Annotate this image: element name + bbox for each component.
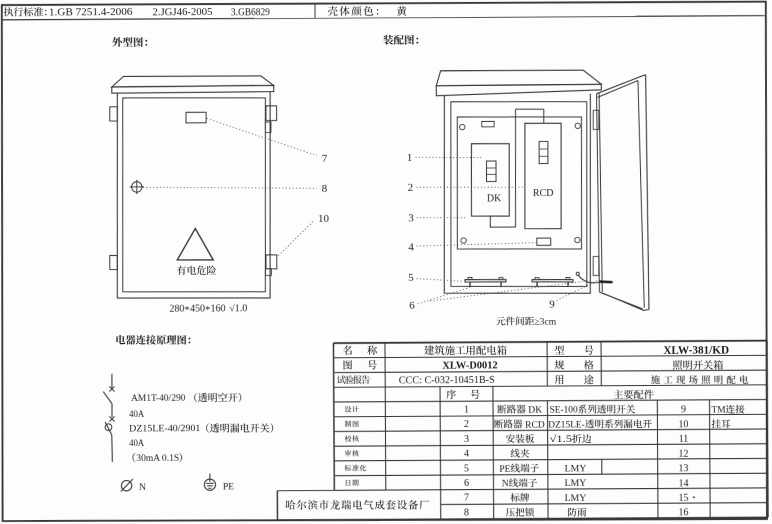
svg-text:15: 15 [678,493,688,504]
svg-text:14: 14 [678,478,688,489]
svg-text:DZ15LE-40/2901: DZ15LE-40/2901 [129,424,201,434]
svg-text:RCD: RCD [525,419,545,430]
svg-text:PE: PE [499,464,510,475]
svg-text:7: 7 [322,153,328,165]
svg-text:PE: PE [223,482,234,492]
svg-text:10: 10 [318,213,330,225]
svg-text:5: 5 [464,463,469,474]
svg-text:450: 450 [190,303,205,314]
svg-text:160: 160 [211,303,226,314]
svg-text:6: 6 [464,478,469,489]
svg-text:1: 1 [464,404,469,415]
svg-text:9: 9 [549,299,555,311]
svg-text:N: N [502,478,509,489]
svg-text:*: * [205,305,210,316]
svg-text:13: 13 [678,463,688,474]
svg-text:5: 5 [408,272,414,284]
svg-text:3: 3 [464,434,469,445]
svg-text:DK: DK [528,405,542,416]
svg-text:≥3cm: ≥3cm [534,317,556,328]
svg-text:DK: DK [487,194,502,205]
svg-text:4: 4 [464,449,469,460]
svg-text:DZ15LE-: DZ15LE- [548,420,585,430]
svg-text:8: 8 [464,508,469,519]
svg-text:12: 12 [678,449,688,460]
svg-text:2: 2 [464,419,469,430]
svg-text:LMY: LMY [565,478,587,489]
svg-text:30mA 0.1S: 30mA 0.1S [136,454,179,464]
svg-text:RCD: RCD [533,188,554,199]
svg-text:*: * [185,305,190,316]
svg-text:SE-100: SE-100 [549,406,578,416]
svg-text:N: N [139,483,146,493]
svg-text:6: 6 [409,300,415,312]
svg-text:2: 2 [408,182,414,194]
svg-text:2.JGJ46-2005: 2.JGJ46-2005 [152,7,212,18]
svg-text:3.GB6829: 3.GB6829 [231,7,270,18]
svg-text:40A: 40A [129,439,144,449]
svg-text:XLW-D0012: XLW-D0012 [442,360,497,371]
svg-text:TM: TM [711,406,726,416]
svg-text:40A: 40A [129,410,144,420]
svg-text:CCC: C-032-10451B-S: CCC: C-032-10451B-S [399,375,495,387]
svg-text:9: 9 [681,404,686,415]
svg-text:11: 11 [679,434,689,445]
svg-text:1: 1 [407,152,413,164]
svg-text:4: 4 [408,242,414,254]
svg-text:280: 280 [169,303,184,314]
svg-text:7: 7 [464,493,469,504]
svg-text:1.GB 7251.4-2006: 1.GB 7251.4-2006 [49,7,133,18]
svg-text:√1.5: √1.5 [549,434,572,445]
svg-text:LMY: LMY [565,463,587,474]
svg-text:16: 16 [678,507,688,518]
svg-text:8: 8 [322,183,328,195]
svg-text:XLW-381/KD: XLW-381/KD [663,345,729,357]
svg-text:√1.0: √1.0 [229,303,247,314]
svg-text:LMY: LMY [565,493,587,504]
svg-text:10: 10 [678,419,688,430]
svg-text:AM1T-40/290: AM1T-40/290 [131,394,186,404]
svg-text:3: 3 [408,212,414,224]
